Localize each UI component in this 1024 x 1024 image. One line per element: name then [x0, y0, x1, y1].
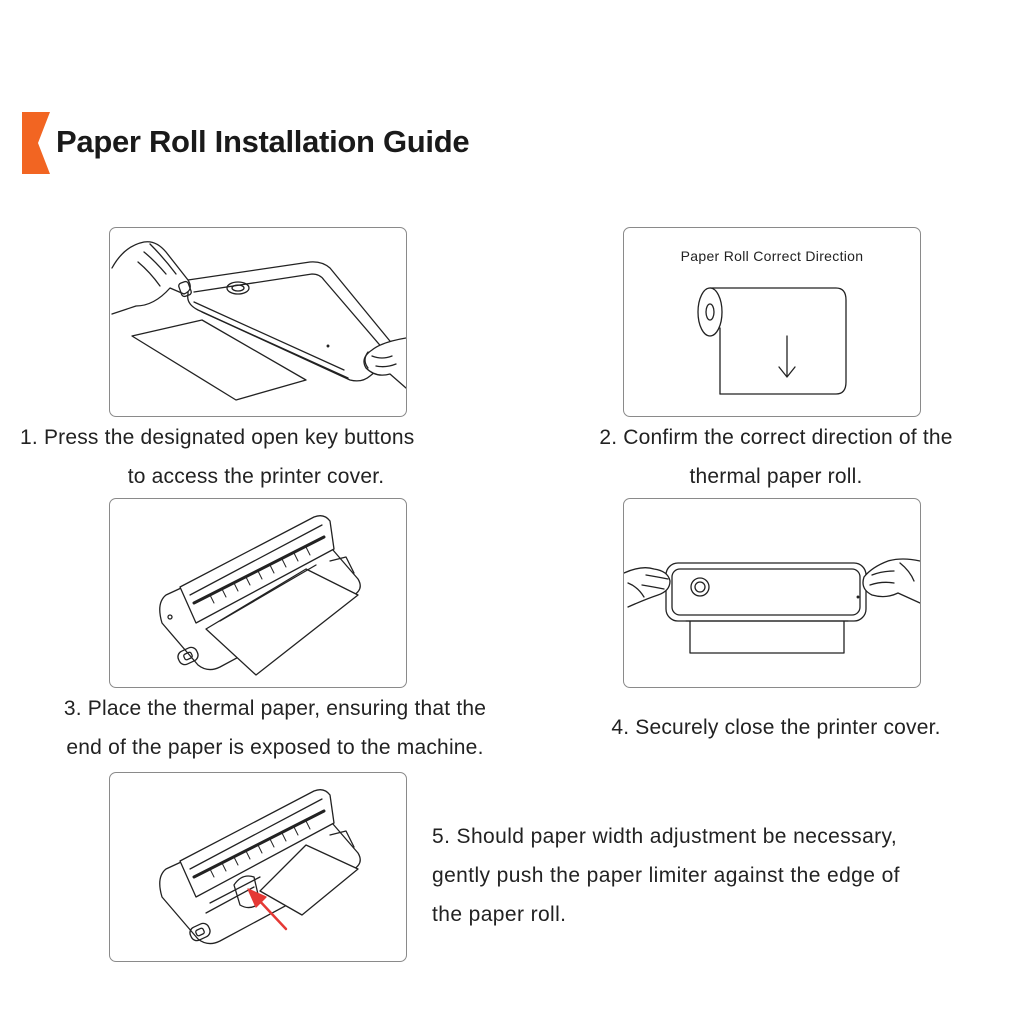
step-5-line-1: 5. Should paper width adjustment be nece…: [432, 825, 898, 848]
step-5-line-3: the paper roll.: [432, 903, 567, 926]
page-title: Paper Roll Installation Guide: [56, 124, 470, 159]
step-4-line-1: 4. Securely close the printer cover.: [611, 716, 941, 739]
step-3-line-1: 3. Place the thermal paper, ensuring tha…: [63, 697, 487, 720]
step-2-line-2: thermal paper roll.: [689, 465, 863, 488]
step-2-caption: 2. Confirm the correct direction of the …: [556, 418, 996, 496]
step-3-caption: 3. Place the thermal paper, ensuring tha…: [18, 689, 532, 767]
step-1-line-1: 1. Press the designated open key buttons: [20, 426, 415, 449]
step-1-caption: 1. Press the designated open key buttons…: [20, 418, 492, 496]
step-5-line-2: gently push the paper limiter against th…: [432, 864, 900, 887]
roll-direction-label: Paper Roll Correct Direction: [680, 248, 864, 264]
step-3-illustration: [109, 498, 407, 688]
step-4-illustration: [623, 498, 921, 688]
step-2-line-1: 2. Confirm the correct direction of the: [599, 426, 953, 449]
step-3-line-2: end of the paper is exposed to the machi…: [66, 736, 484, 759]
step-1-illustration: [109, 227, 407, 417]
step-1-line-2: to access the printer cover.: [127, 465, 385, 488]
step-5-illustration: [109, 772, 407, 962]
title-accent-mark: [22, 112, 50, 174]
step-2-illustration: Paper Roll Correct Direction: [623, 227, 921, 417]
step-5-caption: 5. Should paper width adjustment be nece…: [432, 817, 1012, 934]
step-4-caption: 4. Securely close the printer cover.: [574, 708, 978, 747]
